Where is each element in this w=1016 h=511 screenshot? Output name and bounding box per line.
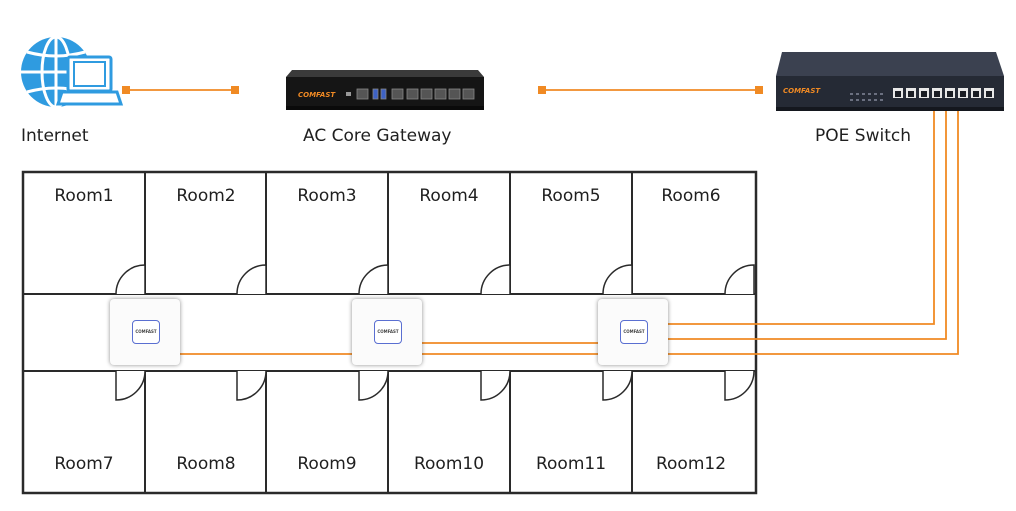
room-label: Room4 [419,186,479,206]
switch-brand-logo: COMFAST [783,87,821,95]
cable-connectors [122,86,763,94]
gateway-label: AC Core Gateway [303,126,452,146]
gateway-brand-logo: COMFAST [298,91,336,99]
doors-bottom [115,370,755,401]
room-label: Room3 [297,186,357,206]
ap-brand-logo: COMFAST [620,320,648,344]
room-label: Room2 [176,186,236,206]
room-label: Room8 [176,454,236,474]
switch-label: POE Switch [815,126,911,146]
room-label: Room5 [541,186,601,206]
building-outline [21,170,758,495]
access-point: COMFAST [352,299,422,365]
room-dividers-bottom [144,371,633,493]
access-point: COMFAST [598,299,668,365]
internet-label: Internet [21,126,89,146]
room-label: Room10 [413,454,485,474]
cables [124,89,959,355]
poe-switch-icon [776,52,1004,111]
room-label: Room12 [655,454,727,474]
room-label: Room9 [297,454,357,474]
room-label: Room7 [54,454,114,474]
gateway-device-icon [286,70,484,110]
room-label: Room11 [535,454,607,474]
laptop-icon [55,55,124,106]
access-point: COMFAST [110,299,180,365]
ap-brand-logo: COMFAST [132,320,160,344]
ap-brand-logo: COMFAST [374,320,402,344]
room-label: Room1 [54,186,114,206]
room-label: Room6 [661,186,721,206]
doors-top [115,264,755,295]
